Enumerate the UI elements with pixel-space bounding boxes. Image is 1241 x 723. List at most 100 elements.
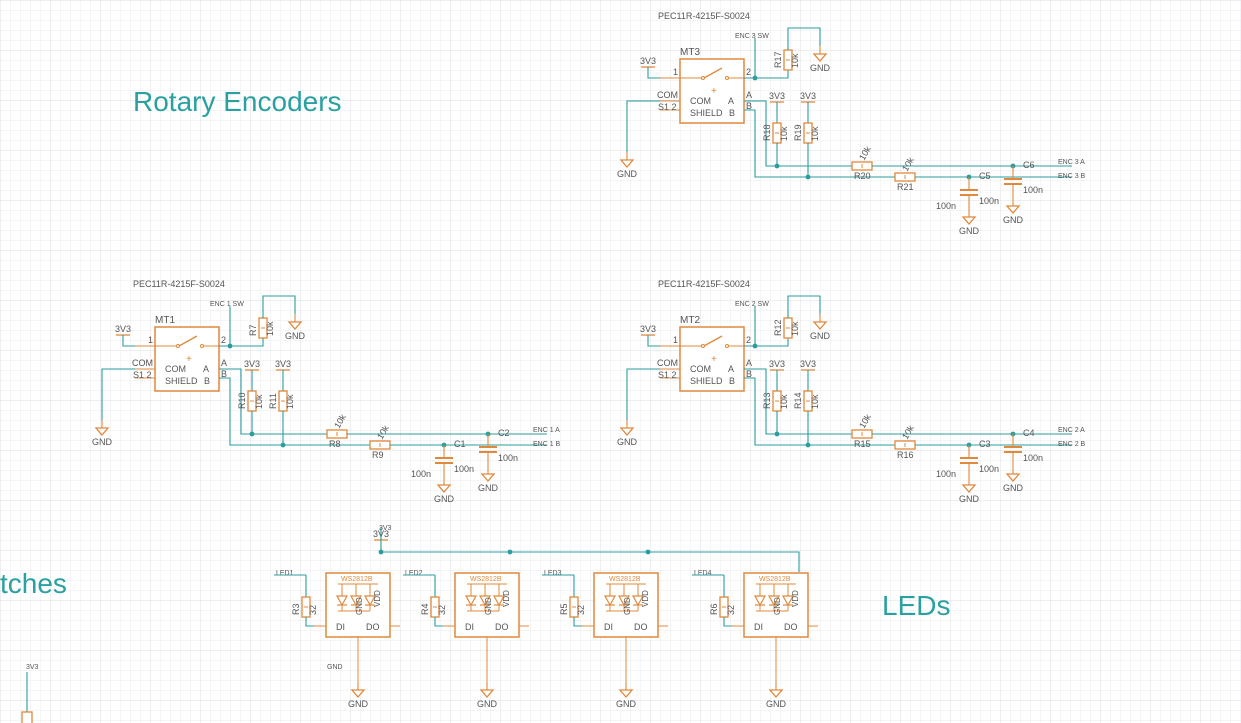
gnd-label: GND [617,437,638,447]
junction-dot [280,442,286,448]
pin-a-label: A [746,358,752,368]
wire [744,100,852,167]
led-part-name: WS2812B [609,576,641,583]
wire [219,368,327,435]
gnd-triangle [1005,205,1021,214]
led-diode [781,595,795,607]
gnd-triangle [350,689,366,698]
led-part-name: WS2812B [759,576,791,583]
resistor-ref: R17 [773,51,783,68]
cap-ref: C6 [1023,160,1035,170]
junction-dot [249,431,255,437]
encoder-part-name: PEC11R-4215F-S0024 [133,279,225,289]
resistor-ref: R13 [762,392,772,409]
encoder-body [154,326,220,392]
encoder-b-text: B [729,376,735,386]
wire [262,295,296,318]
wire [434,617,443,627]
resistor-value: 10k [285,394,295,409]
led-gnd-text: GND [623,597,632,615]
gnd-symbol: GND [766,682,787,709]
supply-label: 3V3 [800,91,816,101]
wire [305,617,314,627]
encoder-ref: MT1 [155,315,175,326]
section-title-leds: LEDs [882,590,951,621]
net-3v3-led: 3V3 [379,525,392,532]
led-diode [464,595,478,607]
junction-dot [507,549,513,555]
supply-label: 3V3 [640,56,656,66]
wire [647,335,660,347]
switch-contact [701,76,705,80]
led-diode [363,595,377,607]
junction-dot [774,163,780,169]
resistor-ref: R19 [793,124,803,141]
encoder-origin-mark: + [711,86,717,97]
gnd-symbol: GND [617,420,638,447]
wire [122,335,135,347]
gnd-label: GND [477,699,498,709]
wire [380,540,800,572]
encoder-ref: MT2 [680,315,700,326]
gnd-symbol: GND [959,209,980,236]
supply-label: 3V3 [115,324,131,334]
led-di-text: DI [604,622,613,632]
led-diode [767,595,781,607]
pin-s1s2-label: S1 2 [133,370,152,380]
encoder-a-text: A [728,364,734,374]
cap-value: 100n [979,464,999,474]
cap-value-extra: 100n [411,469,431,479]
wire [219,377,370,446]
pin-com-label: COM [132,358,153,368]
resistor-value: 10k [810,394,820,409]
pin-2-number: 2 [221,335,226,345]
gnd-label: GND [617,169,638,179]
gnd-triangle [94,427,110,436]
encoder-part-name: PEC11R-4215F-S0024 [658,11,750,21]
wire [787,27,821,50]
pin-com-label: COM [657,90,678,100]
cap-value-extra: 100n [936,201,956,211]
resistor-value: 32 [308,605,318,615]
resistor-ref: R15 [854,439,871,449]
gnd-triangle [1005,473,1021,482]
encoder-b-text: B [729,108,735,118]
resistor-ref: R21 [897,182,914,192]
led-diode [617,595,631,607]
wire [755,338,789,347]
switch-contact [701,344,705,348]
supply-label: 3V3 [244,359,260,369]
led-diode [631,595,645,607]
resistor-value: 10k [254,394,264,409]
gnd-symbol: GND [477,682,498,709]
led-di-text: DI [336,622,345,632]
gnd-symbol: GND [1003,198,1024,225]
supply-3v3: 3V3 [115,324,131,336]
led-net-label: LED1 [276,570,294,577]
encoder-shield-text: SHIELD [690,108,723,118]
resistor-ref: R4 [420,603,430,615]
led-part-name: WS2812B [341,576,373,583]
encoder-a-text: A [203,364,209,374]
resistor-value: 32 [576,605,586,615]
encoder-ref: MT3 [680,47,700,58]
gnd-symbol: GND [617,152,638,179]
net-3v3-switch: 3V3 [26,664,39,671]
pin-b-label: B [746,101,752,111]
net-label-b: ENC 2 B [1058,441,1086,448]
